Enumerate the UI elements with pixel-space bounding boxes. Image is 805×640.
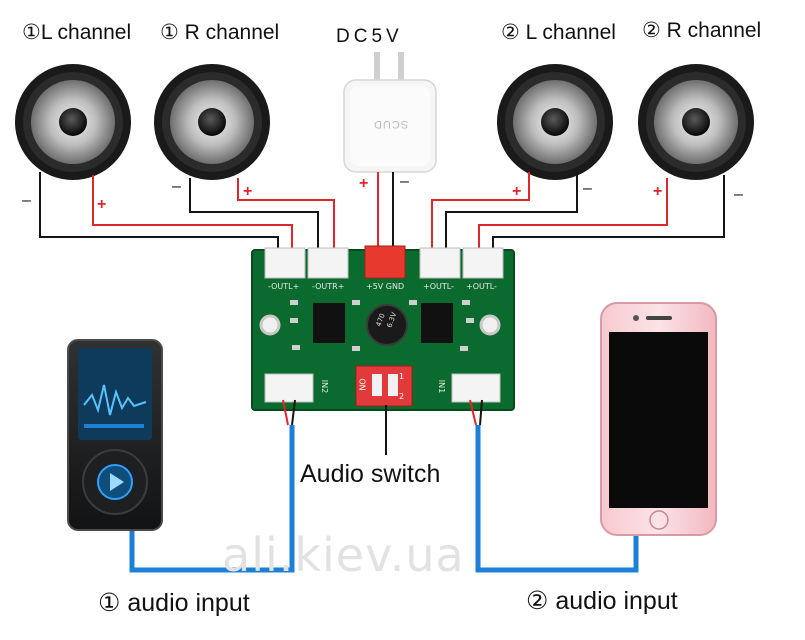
switch-pos-1: 1 [399,372,405,381]
input-wires [129,399,639,573]
board-outl-right-label: +OUTL- [423,282,454,291]
speaker-4-label: ② R channel [642,19,762,42]
speaker-wires [39,172,725,248]
board-outl-left-label: -OUTL+ [268,282,300,291]
input-2-label: ② audio input [526,587,678,615]
speaker-2-label: ① R channel [160,21,280,44]
speaker-2 [154,64,270,180]
board-outr-left-label: -OUTR+ [312,282,345,291]
board-power-label: +5V GND [366,282,405,291]
power-minus-sign: – [400,173,409,190]
power-label: DC5V [336,26,403,47]
board-in1-label: IN1 [437,379,447,394]
s1-minus-sign: – [22,192,31,209]
s1-plus-sign: + [97,196,107,213]
usb-power-adapter [343,52,437,173]
s2-minus-sign: – [172,178,181,195]
speaker-1-label: ①L channel [22,21,132,44]
charger-brand: SCUD [373,118,409,130]
watermark: ali.kiev.ua [222,528,465,582]
s2-plus-sign: + [243,183,253,200]
audio-switch-label: Audio switch [300,460,441,488]
amplifier-board [251,245,515,411]
power-plus-sign: + [359,175,369,192]
s4-minus-sign: – [734,186,743,203]
s3-minus-sign: – [583,180,592,197]
speaker-4 [638,64,754,180]
board-in2-label: IN2 [320,379,330,394]
input-1-label: ① audio input [98,589,250,617]
mp3-player [67,339,163,531]
speaker-1 [15,64,131,180]
board-outr-right-label: +OUTL- [466,282,497,291]
s3-plus-sign: + [512,183,522,200]
switch-pos-2: 2 [399,392,405,401]
smartphone [600,302,717,536]
s4-plus-sign: + [653,183,663,200]
switch-on-label: ON [357,378,367,391]
speaker-3-label: ② L channel [501,21,616,44]
speaker-3 [497,64,613,180]
